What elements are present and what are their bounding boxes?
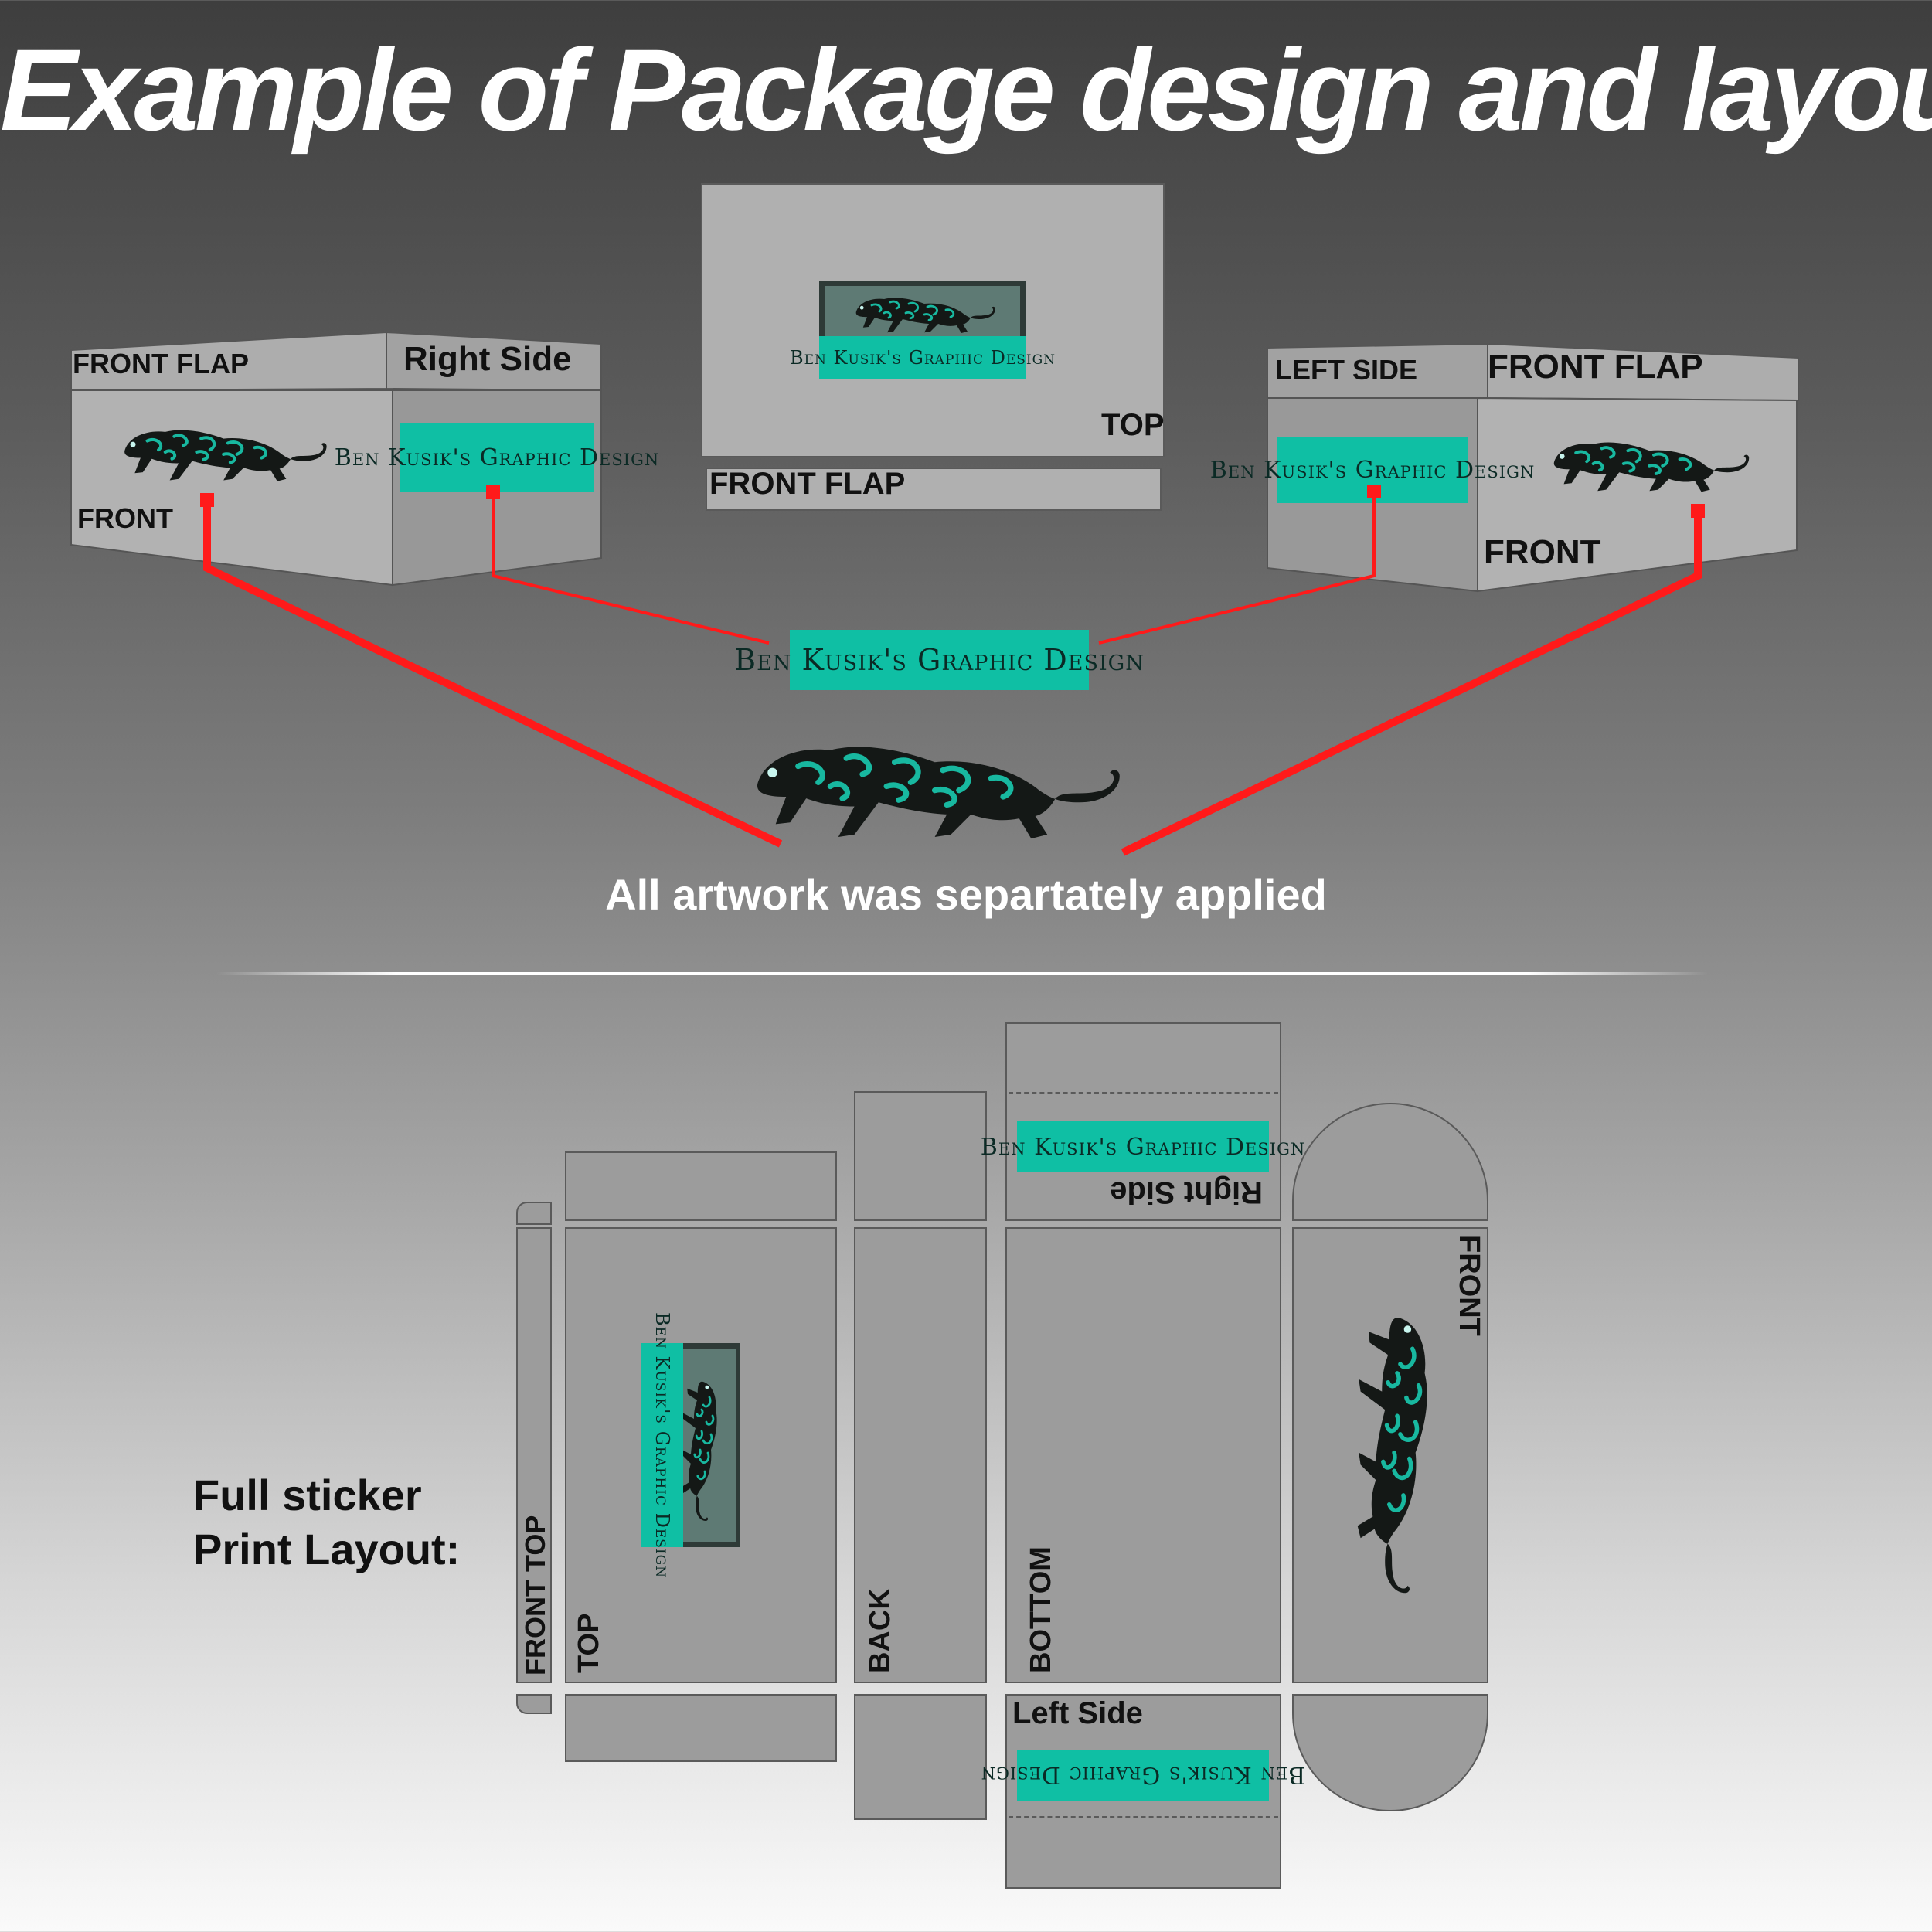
top-label: TOP [573,1613,605,1673]
right-side-sticker: Ben Kusik's Graphic Design [981,1121,1304,1172]
top-sticker: Ben Kusik's Graphic Design [641,1312,683,1578]
front-lower-tuck-flap [1292,1694,1488,1811]
left-side-sticker: Ben Kusik's Graphic Design [981,1750,1305,1801]
top-lower-flap [565,1694,837,1762]
panther-logo-icon [1343,1306,1451,1611]
right-box-front-label: FRONT [1484,533,1601,571]
top-view-sticker: Ben Kusik's Graphic Design [790,336,1055,379]
layout-label: Full sticker Print Layout: [193,1471,461,1573]
section-divider [216,972,1708,975]
right-box-front-flap-label: FRONT FLAP [1488,348,1703,386]
front-upper-tuck-flap [1292,1103,1488,1221]
front-top-tab-lower [516,1694,552,1714]
bottom-panel [1005,1227,1281,1683]
back-upper-flap [854,1091,987,1221]
back-lower-flap [854,1694,987,1820]
page-title: Example of Package design and layout. [0,25,1932,155]
back-panel [854,1227,987,1683]
left-side-fold-line [1009,1816,1278,1818]
front-label: FRONT [1453,1235,1485,1336]
top-upper-flap [565,1151,837,1221]
artwork-leader-lines [200,485,1705,856]
bottom-label: BOTTOM [1025,1546,1057,1673]
left-box-front-label: FRONT [77,502,173,534]
top-view-front-flap-panel [706,468,1162,511]
left-side-label: Left Side [1012,1696,1143,1730]
left-box-front-flap-label: FRONT FLAP [73,348,249,379]
right-box-left-side-label: LEFT SIDE [1275,354,1418,386]
front-top-tab-upper [516,1202,552,1225]
back-label: BACK [864,1588,896,1673]
center-sticker: Ben Kusik's Graphic Design [734,630,1144,690]
right-side-fold-line [1009,1092,1278,1094]
left-box-right-side-label: Right Side [403,340,572,378]
right-side-label: Right Side [1110,1175,1263,1209]
top-view-top-label: TOP [1101,408,1165,442]
artwork-caption: All artwork was separtately applied [605,870,1327,919]
front-top-label: FRONT TOP [519,1515,551,1675]
front-top-panel [516,1227,552,1683]
top-view-front-flap-label: FRONT FLAP [709,467,906,501]
panther-logo-icon [742,719,1144,854]
